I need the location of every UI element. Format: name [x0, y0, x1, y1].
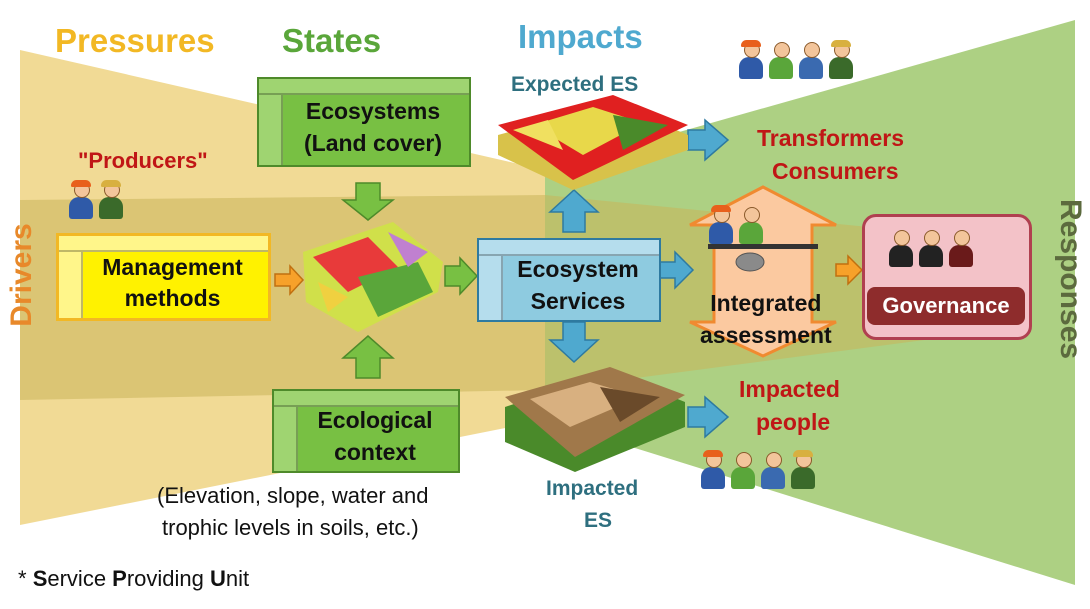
services-line-1: Ecosystem — [517, 256, 639, 282]
footnote-roviding: roviding — [126, 566, 211, 591]
consumer-icon-3 — [730, 450, 756, 490]
ecosystems-line-2: (Land cover) — [303, 130, 443, 156]
consumer-icon — [768, 40, 794, 80]
states-header: States — [282, 22, 382, 59]
integrated-assessment-text: Integrated assessment — [700, 287, 832, 351]
impacts-header: Impacts — [518, 18, 643, 55]
ecosystems-box: Ecosystems (Land cover) — [257, 77, 471, 167]
consumers-label: Consumers — [772, 158, 899, 184]
ecological-context-box: Ecological context — [272, 389, 460, 473]
services-line-2: Services — [530, 288, 626, 314]
negotiator-icon — [918, 228, 944, 268]
footnote-ervice: ervice — [47, 566, 113, 591]
context-note-line-2: trophic levels in soils, etc.) — [162, 515, 419, 540]
consumer-icon-2 — [798, 40, 824, 80]
arrow-terrain-right — [444, 256, 479, 296]
transformers-people — [738, 40, 854, 80]
governance-people — [888, 228, 974, 268]
land-cover-map-patch-4 — [318, 282, 348, 312]
services-box-top — [479, 240, 659, 256]
arrow-assessment-right — [835, 254, 864, 286]
expected-es-map — [498, 95, 688, 190]
chainsaw-worker-icon — [68, 180, 94, 220]
arrow-services-up — [548, 188, 600, 233]
services-box-text: Ecosystem Services — [517, 253, 638, 317]
management-box-text: Management methods — [102, 252, 243, 314]
worker-icon-4 — [708, 205, 734, 245]
management-methods-box: Management methods — [56, 233, 271, 321]
negotiator-icon-2 — [948, 228, 974, 268]
consumer-icon-4 — [760, 450, 786, 490]
impacted-people-label-1: Impacted — [739, 376, 840, 402]
impacted-people-label-2: people — [756, 409, 831, 435]
arrow-impacted-right — [687, 395, 730, 439]
footnote-u: U — [210, 566, 226, 591]
transformers-label: Transformers — [757, 125, 905, 151]
farmer-icon — [98, 180, 124, 220]
farmer-icon-2 — [828, 40, 854, 80]
arrow-ecosystems-down — [340, 182, 396, 221]
producers-people — [68, 180, 124, 220]
pressures-header: Pressures — [55, 22, 215, 59]
expected-es-map-patch-2 — [613, 115, 668, 150]
arrow-management-right — [274, 264, 305, 296]
farmer-icon-3 — [790, 450, 816, 490]
footnote-s: S — [32, 566, 48, 591]
context-note-line-1: (Elevation, slope, water and — [157, 483, 429, 508]
ecological-line-1: Ecological — [317, 407, 433, 433]
arrow-expected-right — [687, 118, 730, 162]
ecosystems-line-1: Ecosystems — [305, 98, 441, 124]
expected-es-map-patch-3 — [513, 120, 563, 150]
management-line-1: Management — [102, 254, 243, 280]
arrow-context-up — [341, 335, 395, 379]
producers-label: "Producers" — [78, 148, 208, 173]
footnote: * Service Providing Unit — [18, 566, 249, 592]
assessment-line-2: assessment — [700, 322, 832, 348]
footnote-star: * — [18, 566, 33, 591]
ecological-line-2: context — [334, 439, 416, 465]
land-cover-map-patch-3 — [388, 232, 428, 267]
management-line-2: methods — [124, 285, 221, 311]
ecosystems-box-text: Ecosystems (Land cover) — [304, 95, 442, 159]
assessment-people — [708, 205, 764, 245]
ecosystems-box-top — [259, 79, 469, 95]
footnote-p: P — [112, 566, 127, 591]
expected-es-label: Expected ES — [511, 73, 639, 96]
governance-button: Governance — [867, 287, 1025, 325]
balance-beam — [708, 244, 818, 249]
footnote-nit: nit — [225, 566, 250, 591]
land-cover-map-patch-2 — [358, 262, 433, 317]
arrow-services-down — [548, 321, 600, 364]
impacted-es-map — [505, 367, 685, 472]
impacted-es-label-2: ES — [584, 509, 613, 532]
land-cover-map-patch-1 — [313, 237, 398, 292]
management-box-top — [59, 236, 268, 252]
official-icon — [888, 228, 914, 268]
worker-icon — [738, 40, 764, 80]
ecosystem-services-box: Ecosystem Services — [477, 238, 661, 322]
impacted-es-label-1: Impacted — [546, 477, 639, 500]
arrow-services-right — [659, 250, 695, 290]
impacted-people-icons — [700, 450, 816, 490]
impacted-es-map-ridge-2 — [600, 387, 660, 422]
consumer-icon-5 — [738, 205, 764, 245]
land-cover-map — [303, 222, 443, 332]
ecological-box-top — [274, 391, 458, 407]
balance-stone — [735, 252, 765, 272]
worker-icon-3 — [700, 450, 726, 490]
ecological-box-text: Ecological context — [317, 404, 432, 468]
assessment-line-1: Integrated — [710, 290, 822, 316]
